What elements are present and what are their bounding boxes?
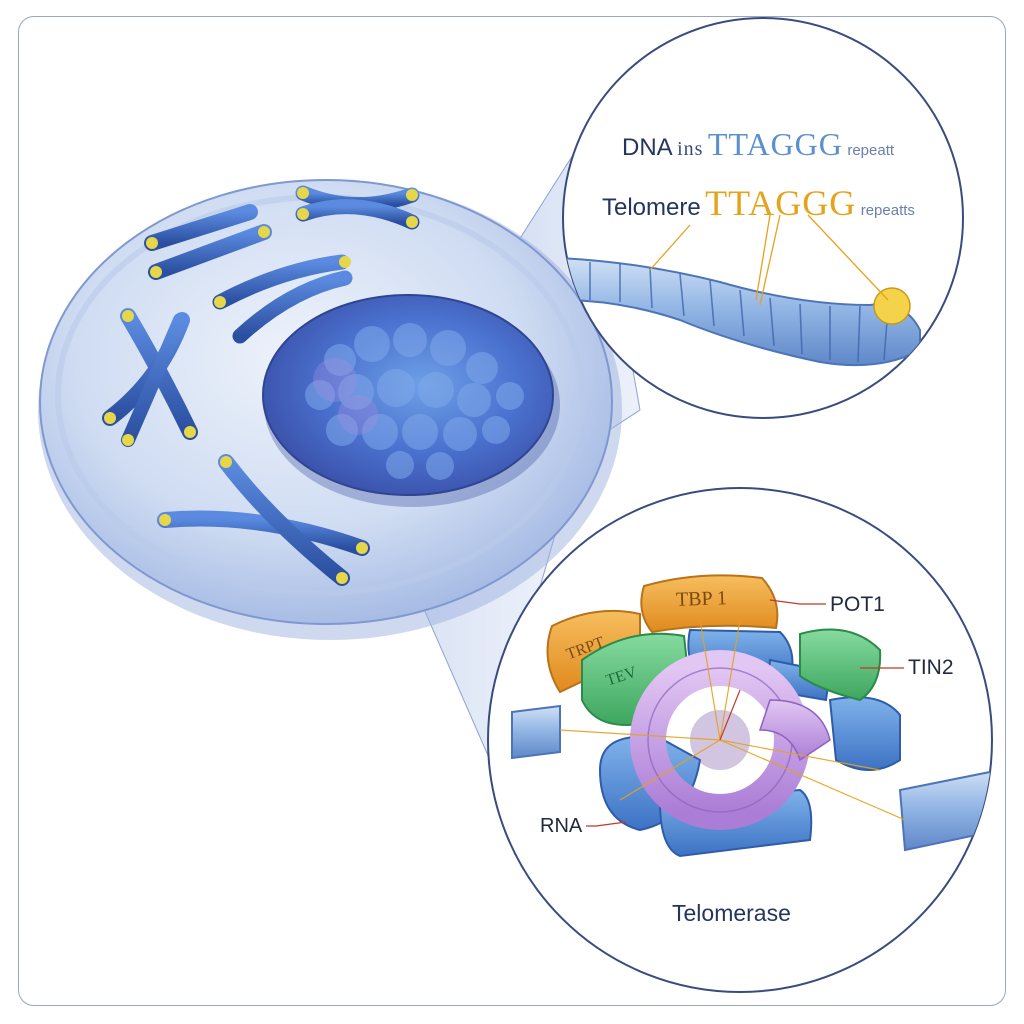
line1-sequence: TTAGGG: [707, 126, 843, 162]
chromosome-middle: [212, 254, 353, 344]
top-inset-line-2: Telomere TTAGGG repeatts: [602, 182, 915, 226]
line1-prefix: DNA: [622, 134, 673, 161]
bottom-inset: [487, 487, 993, 993]
top-inset: [562, 17, 964, 419]
chromosome-left: [102, 308, 198, 447]
label-rna: RNA: [540, 815, 583, 837]
line1-suffix: repeatt: [847, 142, 895, 159]
line1-mid: ins: [677, 138, 704, 160]
chromosome-top-center: [295, 185, 420, 230]
line2-suffix: repeatts: [860, 202, 915, 219]
line2-prefix: Telomere: [602, 194, 701, 221]
telomere-cap: [873, 287, 911, 325]
nucleus: [262, 294, 560, 507]
orange-protein-tbp1: [640, 574, 779, 634]
green-protein-tin2: [799, 628, 882, 702]
label-tin2: TIN2: [908, 656, 954, 679]
line2-sequence: TTAGGG: [705, 183, 857, 223]
label-pot1: POT1: [830, 593, 885, 616]
chromosome-top-left: [144, 204, 272, 280]
blue-protein-right: [828, 696, 901, 771]
top-inset-line-1: DNA ins TTAGGG repeatt: [622, 126, 894, 166]
chromosome-bottom: [157, 454, 370, 586]
label-tbp1: TBP 1: [675, 587, 728, 611]
telomerase-caption: Telomerase: [672, 900, 791, 926]
